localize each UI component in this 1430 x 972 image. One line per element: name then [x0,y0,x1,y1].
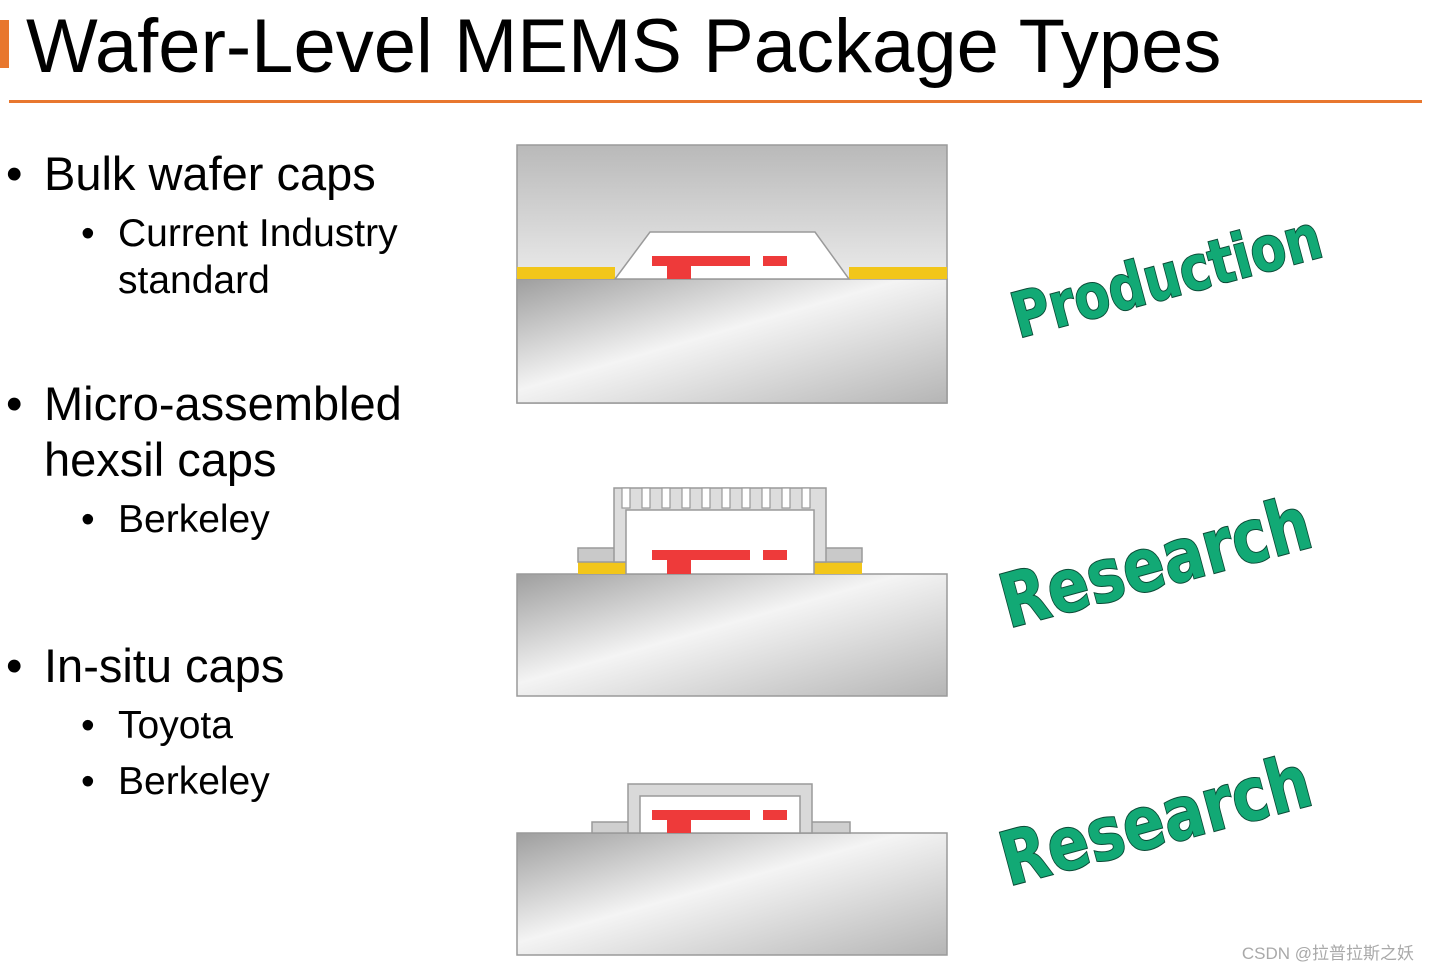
sub-bullet-text: Current Industry [118,212,398,255]
bullet-dot: • [6,639,23,692]
bullet-dot: • [81,498,95,541]
research-stamp-1: Research [990,479,1321,646]
bullet-text: Micro-assembled [44,377,402,430]
mems-anchor [667,256,691,279]
research-stamp-2: Research [990,737,1321,904]
bond-ring-left [517,267,615,279]
substrate-wafer [516,278,948,404]
production-stamp: Production [1002,200,1330,354]
substrate-wafer [516,832,948,956]
watermark: CSDN @拉普拉斯之妖 [1241,944,1414,963]
research-label: Research [991,738,1320,903]
mems-electrode [763,550,787,560]
title-underline [9,100,1422,103]
mems-electrode [763,810,787,820]
bullet-dot: • [81,760,95,803]
slide-title: Wafer-Level MEMS Package Types [26,4,1222,89]
hexsil-fins [621,487,811,509]
bulk-wafer-cap-diagram [516,144,948,404]
mems-anchor [667,810,691,833]
mems-beam [652,810,750,820]
cavity [625,509,815,575]
mems-anchor [667,550,691,574]
bullet-text: In-situ caps [44,639,285,692]
mems-beam [652,550,750,560]
bond-ring-right [849,267,947,279]
sub-bullet-text: Berkeley [118,498,270,541]
research-label: Research [991,480,1320,645]
mems-electrode [763,256,787,266]
mems-beam [652,256,750,266]
production-label: Production [1003,200,1329,353]
bullet-micro-assembled: • Micro-assembled [6,376,402,432]
sub-bullet-current-industry: • Current Industry [81,210,398,257]
bullet-text: Bulk wafer caps [44,147,376,200]
sub-bullet-text: standard [118,259,270,302]
bond-right [812,562,862,574]
sub-bullet-standard-continuation: standard [118,257,270,304]
bullet-dot: • [81,212,95,255]
bullet-dot: • [6,377,23,430]
substrate-wafer [516,573,948,697]
sub-bullet-berkeley: • Berkeley [81,758,270,805]
cavity [613,231,851,280]
title-accent-bar [0,20,9,68]
bullet-dot: • [81,704,95,747]
sub-bullet-text: Berkeley [118,760,270,803]
bullet-hexsil-caps-continuation: hexsil caps [44,432,277,488]
in-situ-cap-diagram [516,783,948,956]
sub-bullet-text: Toyota [118,704,233,747]
bullet-dot: • [6,147,23,200]
sub-bullet-berkeley: • Berkeley [81,496,270,543]
bullet-text: hexsil caps [44,433,277,486]
bullet-bulk-wafer-caps: • Bulk wafer caps [6,146,376,202]
bond-left [578,562,630,574]
sub-bullet-toyota: • Toyota [81,702,233,749]
bullet-in-situ-caps: • In-situ caps [6,638,285,694]
hexsil-cap-diagram [516,487,948,697]
